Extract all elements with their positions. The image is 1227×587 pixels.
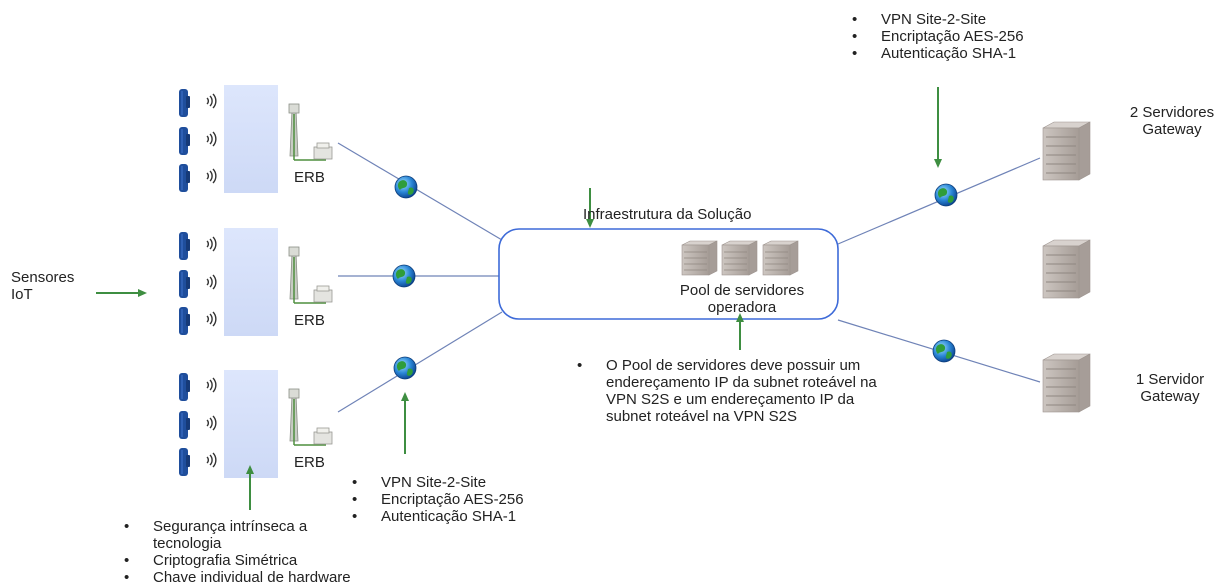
erb-panel-3 (224, 370, 278, 478)
note-item: VPN Site-2-Site (852, 11, 1024, 28)
server-icon (1042, 353, 1091, 413)
erb-label-2: ERB (294, 312, 325, 329)
globe-icon (393, 356, 417, 380)
signal-icon (206, 311, 217, 327)
arrow-icon (736, 313, 744, 350)
arrow-icon (934, 87, 942, 168)
arrow-icon (246, 465, 254, 510)
security-notes: Segurança intrínseca a tecnologia Cripto… (124, 518, 354, 586)
link-erb1-cloud (337, 142, 503, 241)
server-icon (681, 240, 718, 276)
sensor-icon (179, 307, 190, 335)
arrow-icon (586, 188, 594, 228)
signal-icon (206, 236, 217, 252)
arrows (96, 87, 942, 510)
vpn-notes-bottom: VPN Site-2-Site Encriptação AES-256 Aute… (352, 474, 524, 525)
globe-icon (934, 183, 958, 207)
signal-icon (206, 168, 217, 184)
signal-icon (206, 131, 217, 147)
sensor-icon (179, 373, 190, 401)
erb-panel-2 (224, 228, 278, 336)
globe-icon (392, 264, 416, 288)
server-icon (1042, 121, 1091, 181)
signal-icon (206, 274, 217, 290)
note-item: VPN Site-2-Site (352, 474, 524, 491)
infrastructure-label: Infraestrutura da Solução (583, 206, 752, 223)
arrow-icon (401, 392, 409, 454)
sensor-icon (179, 232, 190, 260)
arrow-icon (96, 289, 147, 297)
note-item: Encriptação AES-256 (352, 491, 524, 508)
server-icon (1042, 239, 1091, 299)
note-item: Chave individual de hardware (124, 569, 354, 586)
note-item: Criptografia Simétrica (124, 552, 354, 569)
sensor-group-1 (179, 89, 217, 192)
note-item: Segurança intrínseca a tecnologia (124, 518, 354, 552)
note-item: Autenticação SHA-1 (852, 45, 1024, 62)
pool-ip-note: O Pool de servidores deve possuir um end… (577, 357, 889, 425)
antenna-tower-icon (288, 246, 333, 304)
antenna-tower-icon (288, 103, 333, 161)
sensor-icon (179, 448, 190, 476)
sensor-group-3 (179, 373, 217, 476)
erb-label-1: ERB (294, 169, 325, 186)
sensor-icon (179, 270, 190, 298)
sensors-label: Sensores IoT (11, 269, 75, 303)
note-item: Autenticação SHA-1 (352, 508, 524, 525)
note-item: O Pool de servidores deve possuir um end… (577, 357, 889, 425)
signal-icon (206, 452, 217, 468)
gateway-two-label: 2 Servidores Gateway (1129, 104, 1215, 138)
pool-label: Pool de servidores operadora (679, 282, 805, 316)
antenna-tower-icon (288, 388, 333, 446)
sensor-icon (179, 411, 190, 439)
signal-icon (206, 415, 217, 431)
sensor-icon (179, 127, 190, 155)
sensor-group-2 (179, 232, 217, 335)
server-icon (762, 240, 799, 276)
sensor-icon (179, 164, 190, 192)
signal-icon (206, 377, 217, 393)
signal-icon (206, 93, 217, 109)
erb-label-3: ERB (294, 454, 325, 471)
globe-icon (394, 175, 418, 199)
link-erb3-cloud (337, 311, 503, 413)
vpn-notes-top: VPN Site-2-Site Encriptação AES-256 Aute… (852, 11, 1024, 62)
gateway-one-label: 1 Servidor Gateway (1135, 371, 1205, 405)
sensor-icon (179, 89, 190, 117)
globe-icon (932, 339, 956, 363)
erb-panel-1 (224, 85, 278, 193)
note-item: Encriptação AES-256 (852, 28, 1024, 45)
server-icon (721, 240, 758, 276)
